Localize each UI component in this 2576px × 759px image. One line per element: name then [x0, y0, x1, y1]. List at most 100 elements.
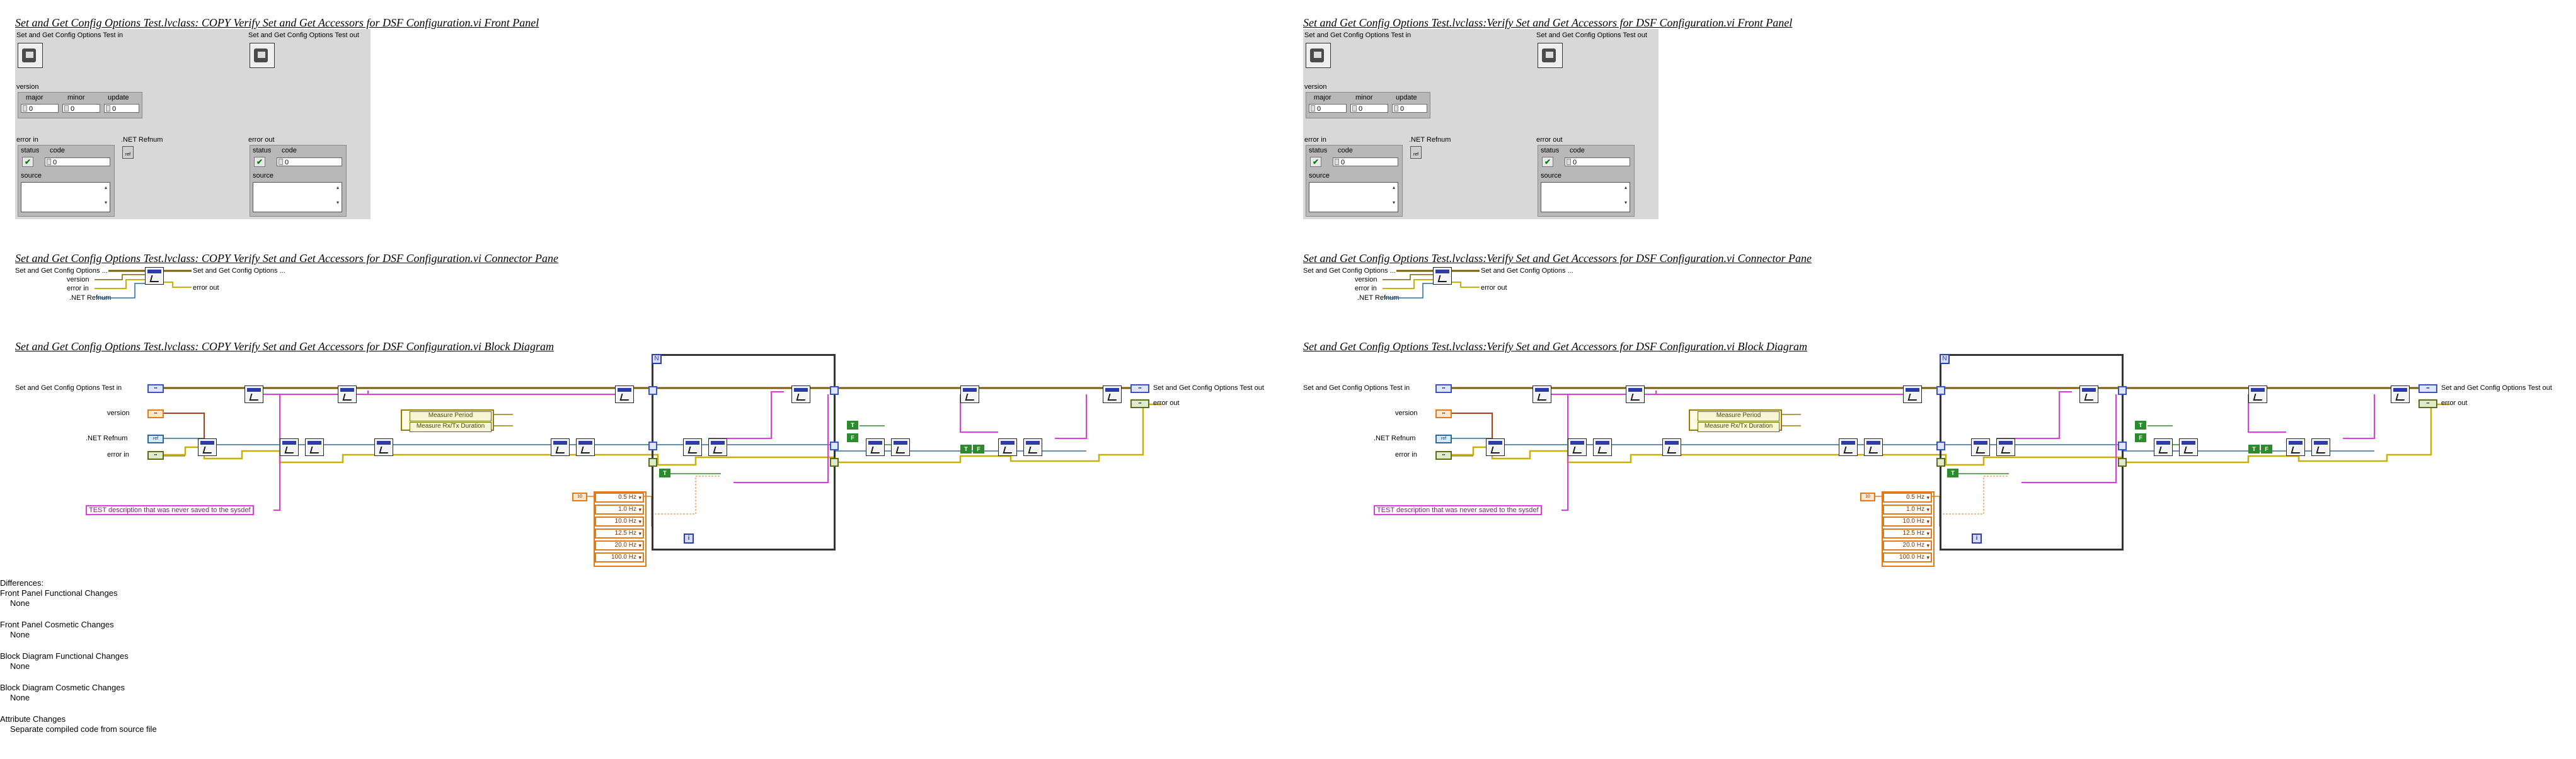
freq-item[interactable]: 100.0 Hz — [595, 552, 644, 562]
bd-string-constant[interactable]: TEST description that was never saved to… — [86, 505, 254, 515]
subvi-method[interactable] — [1996, 438, 2015, 456]
subvi-method[interactable] — [1568, 438, 1587, 456]
source-text[interactable]: ▴▾ — [21, 182, 110, 212]
subvi-accessor[interactable] — [2391, 385, 2410, 403]
subvi-method[interactable] — [1023, 438, 1042, 456]
subvi-method[interactable] — [2154, 438, 2173, 456]
freq-item[interactable]: 20.0 Hz — [1883, 540, 1932, 551]
freq-item[interactable]: 12.5 Hz — [1883, 528, 1932, 539]
subvi-accessor[interactable] — [1103, 385, 1122, 403]
freq-item[interactable]: 0.5 Hz — [1883, 493, 1932, 503]
subvi-accessor[interactable] — [1903, 385, 1922, 403]
bd-string-constant[interactable]: TEST description that was never saved to… — [1374, 505, 1542, 515]
subvi-accessor[interactable] — [615, 385, 634, 403]
bd-num-constant[interactable]: 10 — [1860, 493, 1875, 501]
source-text[interactable]: ▴▾ — [1309, 182, 1398, 212]
class-object-out-icon[interactable] — [250, 43, 275, 68]
subvi-method[interactable] — [866, 438, 885, 456]
connector-pane-icon[interactable] — [145, 267, 164, 285]
subvi-accessor[interactable] — [244, 385, 263, 403]
subvi-method[interactable] — [551, 438, 570, 456]
bd-bool-constant[interactable]: T — [2135, 421, 2146, 430]
update-numeric[interactable]: 0 — [104, 104, 139, 113]
bd-bool-constant[interactable]: F — [847, 433, 858, 442]
class-object-in-icon[interactable] — [18, 43, 43, 68]
subvi-method[interactable] — [280, 438, 299, 456]
subvi-method[interactable] — [2286, 438, 2305, 456]
bd-version-terminal[interactable]: ▪▪ — [1435, 409, 1452, 418]
bd-bool-constant[interactable]: T — [960, 445, 972, 454]
bd-obj-out-terminal[interactable]: ▪▪ — [2418, 384, 2437, 393]
subvi-method[interactable] — [998, 438, 1017, 456]
freq-item[interactable]: 20.0 Hz — [595, 540, 644, 551]
freq-item[interactable]: 12.5 Hz — [595, 528, 644, 539]
subvi-method[interactable] — [891, 438, 910, 456]
bd-bool-constant[interactable]: F — [2261, 445, 2272, 454]
major-numeric[interactable]: 0 — [21, 104, 59, 113]
bd-num-constant[interactable]: 10 — [572, 493, 587, 501]
subvi-method[interactable] — [2311, 438, 2330, 456]
subvi-method[interactable] — [1486, 438, 1505, 456]
subvi-accessor[interactable] — [338, 385, 357, 403]
update-numeric[interactable]: 0 — [1392, 104, 1427, 113]
bd-netref-terminal[interactable]: ref — [147, 435, 164, 443]
subvi-accessor[interactable] — [960, 385, 979, 403]
status-checkbox[interactable]: ✔ — [22, 157, 33, 167]
subvi-method[interactable] — [198, 438, 217, 456]
freq-item[interactable]: 1.0 Hz — [1883, 505, 1932, 515]
bd-bool-constant[interactable]: T — [659, 469, 670, 477]
class-object-in-icon[interactable] — [1306, 43, 1331, 68]
bd-bool-constant[interactable]: T — [847, 421, 858, 430]
freq-item[interactable]: 1.0 Hz — [595, 505, 644, 515]
subvi-method[interactable] — [1864, 438, 1883, 456]
bd-ring-constant[interactable]: Measure Period Measure Rx/Tx Duration — [1689, 409, 1782, 432]
netref-icon[interactable]: ref — [122, 146, 134, 159]
subvi-method[interactable] — [374, 438, 393, 456]
bd-obj-in-terminal[interactable]: ▪▪ — [1435, 384, 1452, 393]
major-numeric[interactable]: 0 — [1309, 104, 1347, 113]
bd-netref-terminal[interactable]: ref — [1435, 435, 1452, 443]
subvi-method[interactable] — [2179, 438, 2198, 456]
bd-bool-constant[interactable]: F — [973, 445, 984, 454]
loop-count-terminal[interactable]: N — [1940, 354, 1950, 364]
loop-count-terminal[interactable]: N — [652, 354, 662, 364]
subvi-method[interactable] — [683, 438, 702, 456]
status-checkbox[interactable]: ✔ — [1310, 157, 1321, 167]
bd-bool-constant[interactable]: T — [2248, 445, 2260, 454]
freq-item[interactable]: 10.0 Hz — [1883, 516, 1932, 527]
subvi-accessor[interactable] — [1626, 385, 1645, 403]
netref-icon[interactable]: ref — [1410, 146, 1422, 159]
freq-item[interactable]: 0.5 Hz — [595, 493, 644, 503]
minor-numeric[interactable]: 0 — [1350, 104, 1388, 113]
subvi-accessor[interactable] — [1532, 385, 1551, 403]
bd-for-loop[interactable]: N i — [1936, 354, 2127, 551]
bd-for-loop[interactable]: N i — [648, 354, 839, 551]
subvi-accessor[interactable] — [791, 385, 810, 403]
bd-error-out-terminal[interactable]: ▪▪ — [1130, 399, 1149, 408]
bd-bool-constant[interactable]: F — [2135, 433, 2146, 442]
subvi-accessor[interactable] — [2248, 385, 2267, 403]
code-numeric[interactable]: 0 — [45, 157, 110, 166]
subvi-accessor[interactable] — [2079, 385, 2098, 403]
class-object-out-icon[interactable] — [1538, 43, 1563, 68]
bd-error-in-terminal[interactable]: ▪▪ — [147, 451, 164, 460]
subvi-method[interactable] — [576, 438, 595, 456]
freq-item[interactable]: 10.0 Hz — [595, 516, 644, 527]
bd-version-terminal[interactable]: ▪▪ — [147, 409, 164, 418]
minor-numeric[interactable]: 0 — [62, 104, 100, 113]
subvi-method[interactable] — [1593, 438, 1612, 456]
bd-error-out-terminal[interactable]: ▪▪ — [2418, 399, 2437, 408]
subvi-method[interactable] — [1971, 438, 1990, 456]
bd-ring-constant[interactable]: Measure Period Measure Rx/Tx Duration — [401, 409, 494, 432]
subvi-method[interactable] — [1662, 438, 1681, 456]
code-numeric[interactable]: 0 — [1333, 157, 1398, 166]
subvi-method[interactable] — [305, 438, 324, 456]
freq-item[interactable]: 100.0 Hz — [1883, 552, 1932, 562]
bd-error-in-terminal[interactable]: ▪▪ — [1435, 451, 1452, 460]
subvi-method[interactable] — [708, 438, 727, 456]
subvi-method[interactable] — [1839, 438, 1858, 456]
connector-pane-icon[interactable] — [1433, 267, 1452, 285]
bd-obj-in-terminal[interactable]: ▪▪ — [147, 384, 164, 393]
bd-bool-constant[interactable]: T — [1947, 469, 1958, 477]
bd-obj-out-terminal[interactable]: ▪▪ — [1130, 384, 1149, 393]
